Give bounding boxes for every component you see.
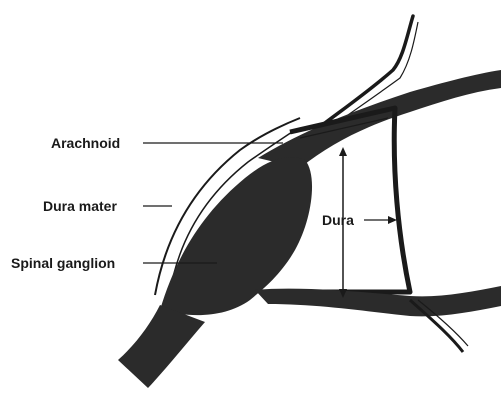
upper-thick-nerve	[258, 70, 501, 168]
dura-mater-label: Dura mater	[43, 198, 117, 214]
arachnoid-label: Arachnoid	[51, 135, 120, 151]
dura-arrow-head-top	[339, 147, 347, 156]
spinal-ganglion-label: Spinal ganglion	[11, 255, 115, 271]
dura-label: Dura	[322, 212, 354, 228]
distal-nerve-trunk	[118, 305, 205, 388]
